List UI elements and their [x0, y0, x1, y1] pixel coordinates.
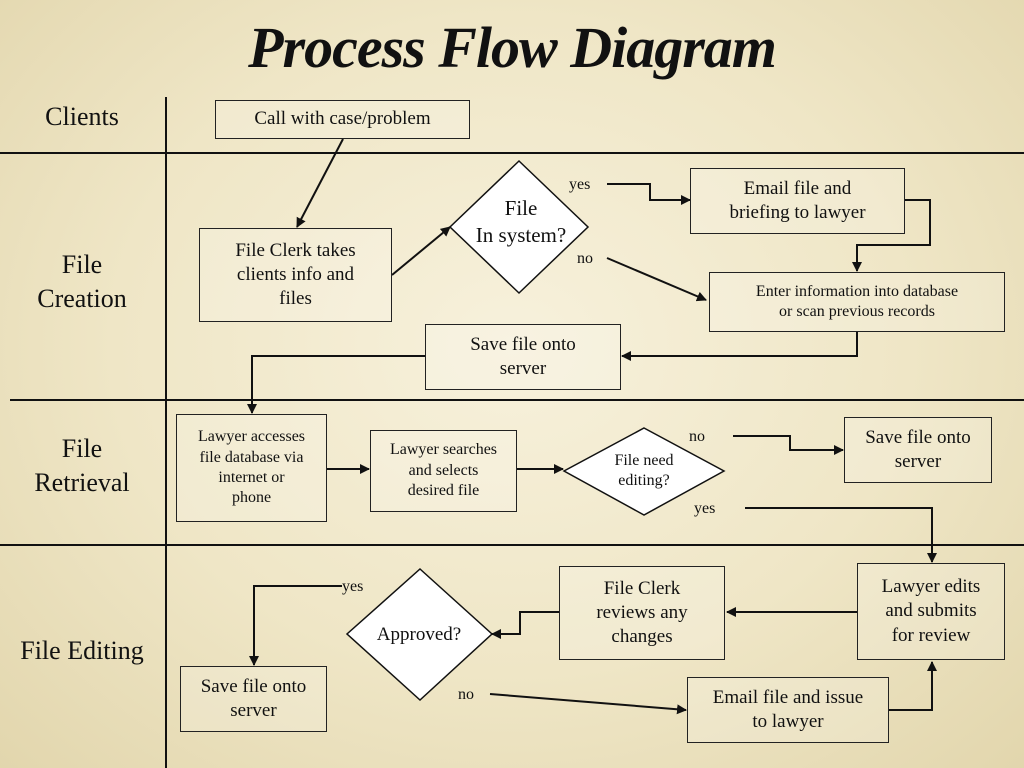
lane-label-file-creation: File Creation — [37, 250, 127, 313]
label-yes-need-editing: yes — [694, 500, 716, 517]
arrow-no-to-enter — [606, 257, 707, 302]
arrow-save-to-lawyer — [247, 355, 425, 414]
node-enter-information: Enter information into database or scan … — [709, 272, 1005, 332]
arrow-yes-to-email — [607, 183, 691, 205]
arrow-email-to-enter — [852, 199, 931, 272]
decision-approved-text: Approved? — [376, 623, 462, 645]
arrow-call-to-clerk — [296, 138, 344, 228]
node-lawyer-edits: Lawyer edits and submits for review — [857, 563, 1005, 660]
arrow-clerk-to-decision — [391, 226, 451, 276]
swimlane-grid — [0, 97, 1024, 768]
page-title: Process Flow Diagram — [248, 15, 777, 80]
arrow-review-to-approved — [491, 611, 559, 639]
node-lawyer-searches: Lawyer searches and selects desired file — [370, 430, 517, 512]
decision-approved-shape — [345, 567, 494, 702]
node-save-file-server-2: Save file onto server — [844, 417, 992, 483]
decision-need-editing-shape — [562, 427, 726, 516]
node-save-file-server-1: Save file onto server — [425, 324, 621, 390]
label-yes-approved: yes — [342, 578, 364, 595]
decision-in-system-text: File In system? — [475, 196, 567, 247]
label-yes-in-system: yes — [569, 176, 591, 193]
arrow-no-to-save — [733, 435, 844, 455]
arrow-enter-to-save — [621, 331, 858, 361]
label-no-need-editing: no — [689, 428, 705, 445]
lane-label-file-retrieval: File Retrieval — [34, 434, 130, 497]
decision-need-editing-text: File need editing? — [614, 451, 674, 489]
node-clerk-takes-info: File Clerk takes clients info and files — [199, 228, 392, 322]
node-email-issue: Email file and issue to lawyer — [687, 677, 889, 743]
decision-in-system-shape — [448, 159, 590, 295]
node-lawyer-accesses: Lawyer accesses file database via intern… — [176, 414, 327, 522]
lane-label-file-editing: File Editing — [20, 636, 144, 665]
lane-label-clients: Clients — [45, 102, 119, 131]
arrow-email-to-edit — [888, 661, 937, 711]
arrow-yes-to-edit — [745, 507, 937, 563]
arrow-no-to-email — [489, 693, 687, 715]
node-call-with-case: Call with case/problem — [215, 100, 470, 139]
label-no-in-system: no — [577, 250, 593, 267]
node-clerk-reviews: File Clerk reviews any changes — [559, 566, 725, 660]
label-no-approved: no — [458, 686, 474, 703]
node-email-briefing: Email file and briefing to lawyer — [690, 168, 905, 234]
arrow-yes-to-save — [249, 585, 342, 666]
node-save-file-server-3: Save file onto server — [180, 666, 327, 732]
